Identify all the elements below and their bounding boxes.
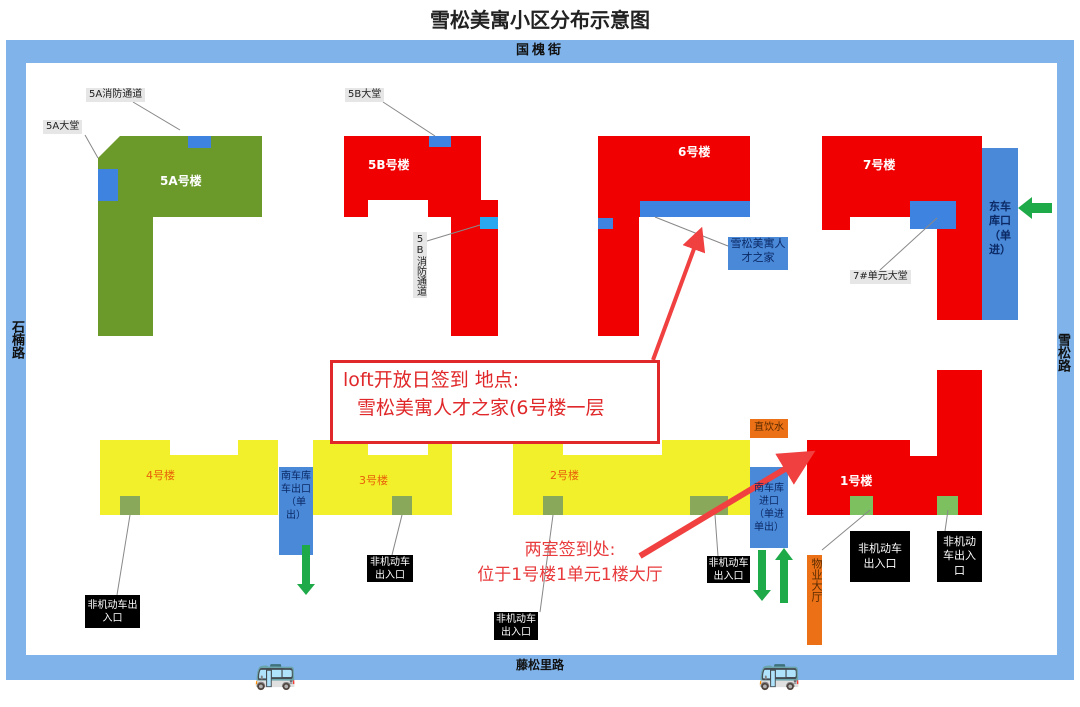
callout-line-2: 雪松美寓人才之家(6号楼一层 <box>357 396 605 419</box>
property-hall-label: 物业大厅 <box>810 558 823 602</box>
road-south: 藤松里路 <box>515 658 564 672</box>
callout-arrow <box>651 226 706 361</box>
east-garage-arrow-icon <box>1018 197 1052 219</box>
building-4-shape <box>100 440 278 515</box>
building-5b-shape <box>344 136 498 336</box>
building-4-label: 4号楼 <box>146 469 175 482</box>
water-label: 直饮水 <box>754 422 784 433</box>
leader-line <box>426 224 481 242</box>
7-lobby-label: 7#单元大堂 <box>850 270 911 284</box>
building-7-label: 7号楼 <box>863 158 896 172</box>
building-3-shape <box>313 440 452 515</box>
bike-entrance-2a: 非机动车出入口 <box>494 612 538 640</box>
5a-lobby-door <box>98 169 118 201</box>
bike-entrance-1a: 非机动车出入口 <box>850 531 910 582</box>
water-station <box>750 419 788 438</box>
bike-entrance-4: 非机动车出入口 <box>85 595 140 628</box>
up-arrow-icon <box>775 548 793 603</box>
building-7-shape <box>822 136 982 320</box>
leader-line <box>714 514 719 557</box>
3-bike-door <box>392 496 412 515</box>
leader-line <box>821 509 871 551</box>
talent-home-area <box>640 201 750 217</box>
leader-line <box>391 514 403 556</box>
bike-entrance-1b: 非机动车出入口 <box>937 531 982 582</box>
leader-line <box>382 101 436 137</box>
two-room-signin-note: 两室签到处: 位于1号楼1单元1楼大厅 <box>470 538 670 587</box>
leader-line <box>944 509 949 532</box>
signin-line-1: 两室签到处: <box>524 540 616 560</box>
south-garage-exit-label: 南车库车出口（单出） <box>281 471 311 521</box>
bike-entrance-3: 非机动车出入口 <box>367 555 413 582</box>
building-5a-shape <box>98 136 262 336</box>
building-5b-label: 5B号楼 <box>368 158 410 172</box>
bus-icon: 🚌 <box>254 652 297 692</box>
5a-fire-door <box>188 136 211 148</box>
bus-icon: 🚌 <box>758 652 801 692</box>
5a-fire-label: 5A消防通道 <box>86 88 146 102</box>
map-title: 雪松美寓小区分布示意图 <box>430 8 650 32</box>
down-arrow-icon <box>753 550 771 601</box>
signin-line-2: 位于1号楼1单元1楼大厅 <box>477 564 663 585</box>
5b-fire-door <box>480 217 498 229</box>
road-east: 雪松路 <box>1054 333 1070 372</box>
callout-line-1: loft开放日签到 地点: <box>343 369 520 391</box>
bike-entrance-2b: 非机动车出入口 <box>707 556 750 583</box>
5a-lobby-label: 5A大堂 <box>43 120 83 134</box>
property-hall <box>807 555 822 645</box>
building-6-shape <box>598 136 750 336</box>
talent-home-label: 雪松美寓人才之家 <box>728 237 788 270</box>
leader-line <box>116 514 131 596</box>
signin-arrow <box>638 450 816 559</box>
1-bike-door <box>937 496 958 515</box>
loft-signin-callout: loft开放日签到 地点: 雪松美寓人才之家(6号楼一层 <box>330 360 660 444</box>
building-5a-label: 5A号楼 <box>160 174 202 188</box>
building-2-label: 2号楼 <box>550 469 579 482</box>
5b-lobby-label: 5B大堂 <box>345 88 385 102</box>
7-lobby <box>910 201 956 229</box>
1-bike-door <box>850 496 873 515</box>
building-6-label: 6号楼 <box>678 145 711 159</box>
4-bike-door <box>120 496 140 515</box>
building-1-label: 1号楼 <box>840 474 873 488</box>
2-bike-door <box>543 496 563 515</box>
5b-fire-label: 5B消防通道 <box>413 232 427 298</box>
south-garage-entry-label: 南车库进口（单进单出） <box>754 483 784 533</box>
building-3-label: 3号楼 <box>359 474 388 487</box>
5b-lobby-door <box>429 136 451 147</box>
down-arrow-icon <box>297 545 315 595</box>
east-garage-label: 东车库口（单进） <box>989 200 1011 256</box>
east-garage <box>982 148 1018 320</box>
road-west: 石楠路 <box>8 320 24 359</box>
building-1-shape <box>807 370 982 515</box>
south-garage-exit <box>279 467 313 555</box>
road-north: 国槐街 <box>515 43 564 58</box>
leader-line <box>879 217 938 271</box>
6-side-door <box>598 218 613 229</box>
leader-line <box>132 101 181 131</box>
leader-line <box>539 514 554 613</box>
leader-line <box>84 134 99 159</box>
